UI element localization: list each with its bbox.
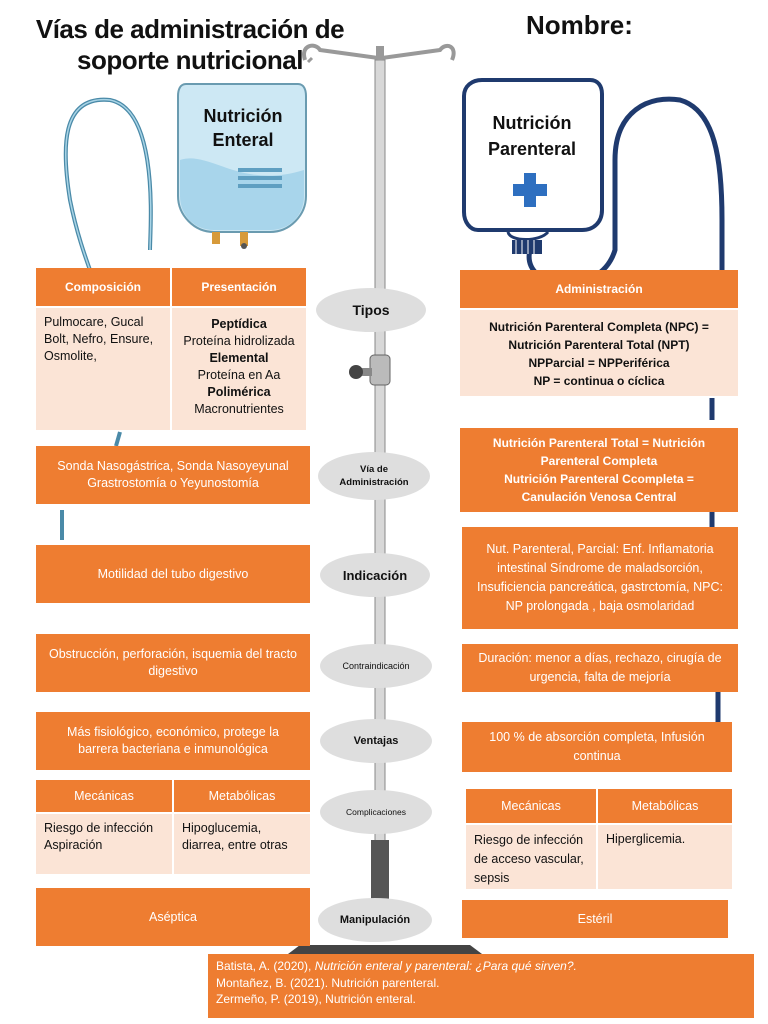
parenteral-admin-header: Administración <box>460 270 738 308</box>
enteral-presentation-cell: Peptídica Proteína hidrolizada Elemental… <box>172 308 306 430</box>
name-label: Nombre: <box>526 10 633 40</box>
presentation-desc-3: Macronutrientes <box>194 402 284 416</box>
parenteral-types-cell: Nutrición Parenteral Completa (NPC) = Nu… <box>460 310 738 396</box>
enteral-composition-cell: Pulmocare, Gucal Bolt, Nefro, Ensure, Os… <box>36 308 170 430</box>
enteral-route-box: Sonda Nasogástrica, Sonda Nasoyeyunal Gr… <box>36 446 310 504</box>
parenteral-indication-box: Nut. Parenteral, Parcial: Enf. Inflamato… <box>462 527 738 629</box>
parenteral-bag-label: Nutrición Parenteral <box>487 113 577 159</box>
enteral-presentation-header: Presentación <box>172 268 306 306</box>
title-line-1: Vías de administración de <box>35 14 345 44</box>
oval-handling: Manipulación <box>318 898 432 942</box>
enteral-indication-box: Motilidad del tubo digestivo <box>36 545 310 603</box>
iv-hooks <box>302 43 456 61</box>
enteral-mechanical-header: Mecánicas <box>36 780 172 812</box>
oval-contraindication: Contraindicación <box>320 644 432 688</box>
enteral-handling-box: Aséptica <box>36 888 310 946</box>
reference-2: Montañez, B. (2021). Nutrición parentera… <box>216 975 440 990</box>
references-box: Batista, A. (2020), Nutrición enteral y … <box>208 954 754 1018</box>
enteral-composition-header: Composición <box>36 268 170 306</box>
reference-3: Zermeño, P. (2019), Nutrición enteral. <box>216 992 416 1006</box>
reference-1: Batista, A. (2020), Nutrición enteral y … <box>216 959 577 973</box>
page-title: Vías de administración de soporte nutric… <box>30 14 350 76</box>
parenteral-route-box: Nutrición Parenteral Total = Nutrición P… <box>460 428 738 512</box>
enteral-mechanical-cell: Riesgo de infección Aspiración <box>36 814 172 874</box>
presentation-title-2: Elemental <box>209 351 269 365</box>
enteral-tube-inner <box>64 99 152 301</box>
presentation-title-1: Peptídica <box>211 317 267 331</box>
clamp-knob-icon <box>349 365 363 379</box>
oval-advantages: Ventajas <box>320 719 432 763</box>
enteral-bag-label: Nutrición Enteral <box>203 106 283 150</box>
enteral-advantages-box: Más fisiológico, económico, protege la b… <box>36 712 310 770</box>
enteral-metabolic-cell: Hipoglucemia, diarrea, entre otras <box>174 814 310 874</box>
presentation-title-3: Polimérica <box>207 385 271 399</box>
oval-route: Vía de Administración <box>318 452 430 500</box>
oval-complications: Complicaciones <box>320 790 432 834</box>
parenteral-metabolic-header: Metabólicas <box>598 789 732 823</box>
parenteral-metabolic-cell: Hiperglicemia. <box>598 825 732 889</box>
parenteral-bag <box>462 78 604 232</box>
parenteral-handling-box: Estéril <box>462 900 728 938</box>
presentation-desc-2: Proteína en Aa <box>197 368 281 382</box>
oval-indication: Indicación <box>320 553 430 597</box>
enteral-metabolic-header: Metabólicas <box>174 780 310 812</box>
presentation-desc-1: Proteína hidrolizada <box>183 334 295 348</box>
parenteral-mechanical-cell: Riesgo de infección de acceso vascular, … <box>466 825 596 889</box>
oval-types: Tipos <box>316 288 426 332</box>
parenteral-mechanical-header: Mecánicas <box>466 789 596 823</box>
enteral-contraindication-box: Obstrucción, perforación, isquemia del t… <box>36 634 310 692</box>
parenteral-contraindication-box: Duración: menor a días, rechazo, cirugía… <box>462 644 738 692</box>
parenteral-advantages-box: 100 % de absorción completa, Infusión co… <box>462 722 732 772</box>
title-line-2: soporte nutricional <box>77 45 303 75</box>
